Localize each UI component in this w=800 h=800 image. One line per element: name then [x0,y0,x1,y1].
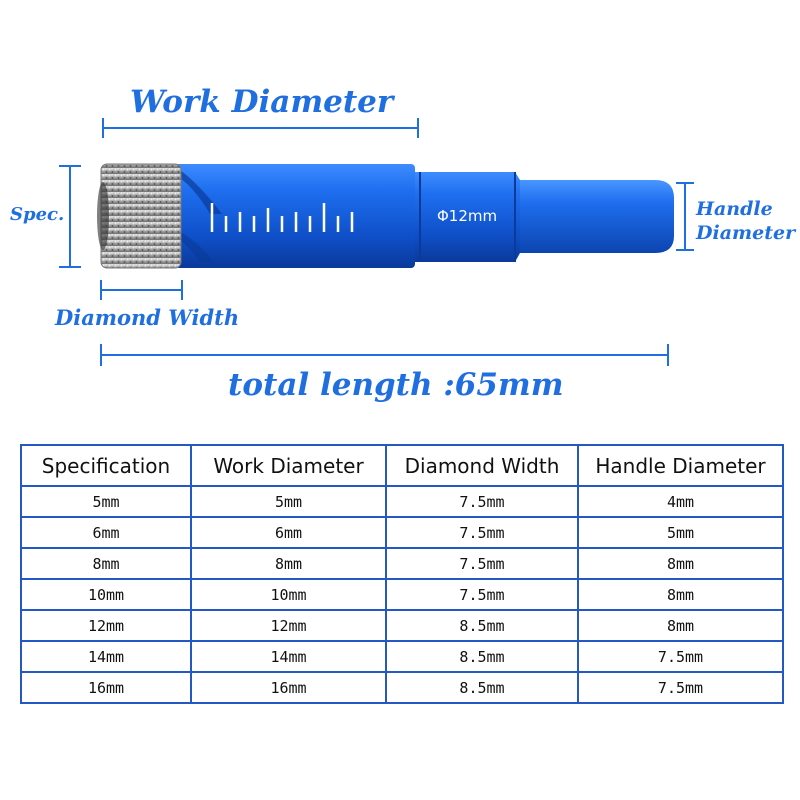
cell-work-diameter: 6mm [190,516,387,549]
table-row: 12mm 12mm 8.5mm 8mm [20,609,784,642]
header-specification: Specification [20,444,192,487]
cell-specification: 14mm [20,640,192,673]
work-diameter-label: Work Diameter [130,84,394,120]
cell-specification: 10mm [20,578,192,611]
ruler-marks [210,203,354,232]
header-diamond-width: Diamond Width [385,444,579,487]
cell-diamond-width: 7.5mm [385,516,579,549]
diamond-width-dimension [100,280,183,300]
cell-work-diameter: 12mm [190,609,387,642]
cell-diamond-width: 7.5mm [385,578,579,611]
cell-specification: 8mm [20,547,192,580]
handle-diameter-dimension [676,182,694,251]
header-work-diameter: Work Diameter [190,444,387,487]
handle-label-line2: Diameter [696,222,796,244]
cell-diamond-width: 8.5mm [385,609,579,642]
cell-handle-diameter: 8mm [577,578,784,611]
spec-table: Specification Work Diameter Diamond Widt… [20,444,784,704]
cell-handle-diameter: 4mm [577,485,784,518]
drill-bit: Φ12mm [97,163,674,269]
cell-work-diameter: 16mm [190,671,387,704]
table-row: 8mm 8mm 7.5mm 8mm [20,547,784,580]
table-row: 6mm 6mm 7.5mm 5mm [20,516,784,549]
table-row: 14mm 14mm 8.5mm 7.5mm [20,640,784,673]
total-length-label: total length :65mm [228,367,564,403]
cell-specification: 6mm [20,516,192,549]
cell-specification: 16mm [20,671,192,704]
drill-bit-diagram: Φ12mm [59,118,694,366]
spec-label: Spec. [10,204,65,225]
bit-marking: Φ12mm [437,207,497,225]
cell-diamond-width: 8.5mm [385,640,579,673]
cell-handle-diameter: 5mm [577,516,784,549]
work-diameter-dimension [102,118,419,138]
table-row: 10mm 10mm 7.5mm 8mm [20,578,784,611]
cell-work-diameter: 14mm [190,640,387,673]
cell-work-diameter: 10mm [190,578,387,611]
cell-diamond-width: 8.5mm [385,671,579,704]
cell-specification: 12mm [20,609,192,642]
table-row: 16mm 16mm 8.5mm 7.5mm [20,671,784,704]
cell-work-diameter: 5mm [190,485,387,518]
cell-work-diameter: 8mm [190,547,387,580]
handle-diameter-label: Handle Diameter [696,197,795,245]
total-length-dimension [100,344,669,366]
cell-handle-diameter: 7.5mm [577,671,784,704]
cell-handle-diameter: 8mm [577,547,784,580]
cell-diamond-width: 7.5mm [385,547,579,580]
diamond-width-label: Diamond Width [55,305,240,330]
table-header-row: Specification Work Diameter Diamond Widt… [20,444,784,487]
table-row: 5mm 5mm 7.5mm 4mm [20,485,784,518]
cell-specification: 5mm [20,485,192,518]
spec-dimension [59,165,81,268]
cell-handle-diameter: 7.5mm [577,640,784,673]
cell-diamond-width: 7.5mm [385,485,579,518]
header-handle-diameter: Handle Diameter [577,444,784,487]
handle-label-line1: Handle [696,198,773,220]
cell-handle-diameter: 8mm [577,609,784,642]
